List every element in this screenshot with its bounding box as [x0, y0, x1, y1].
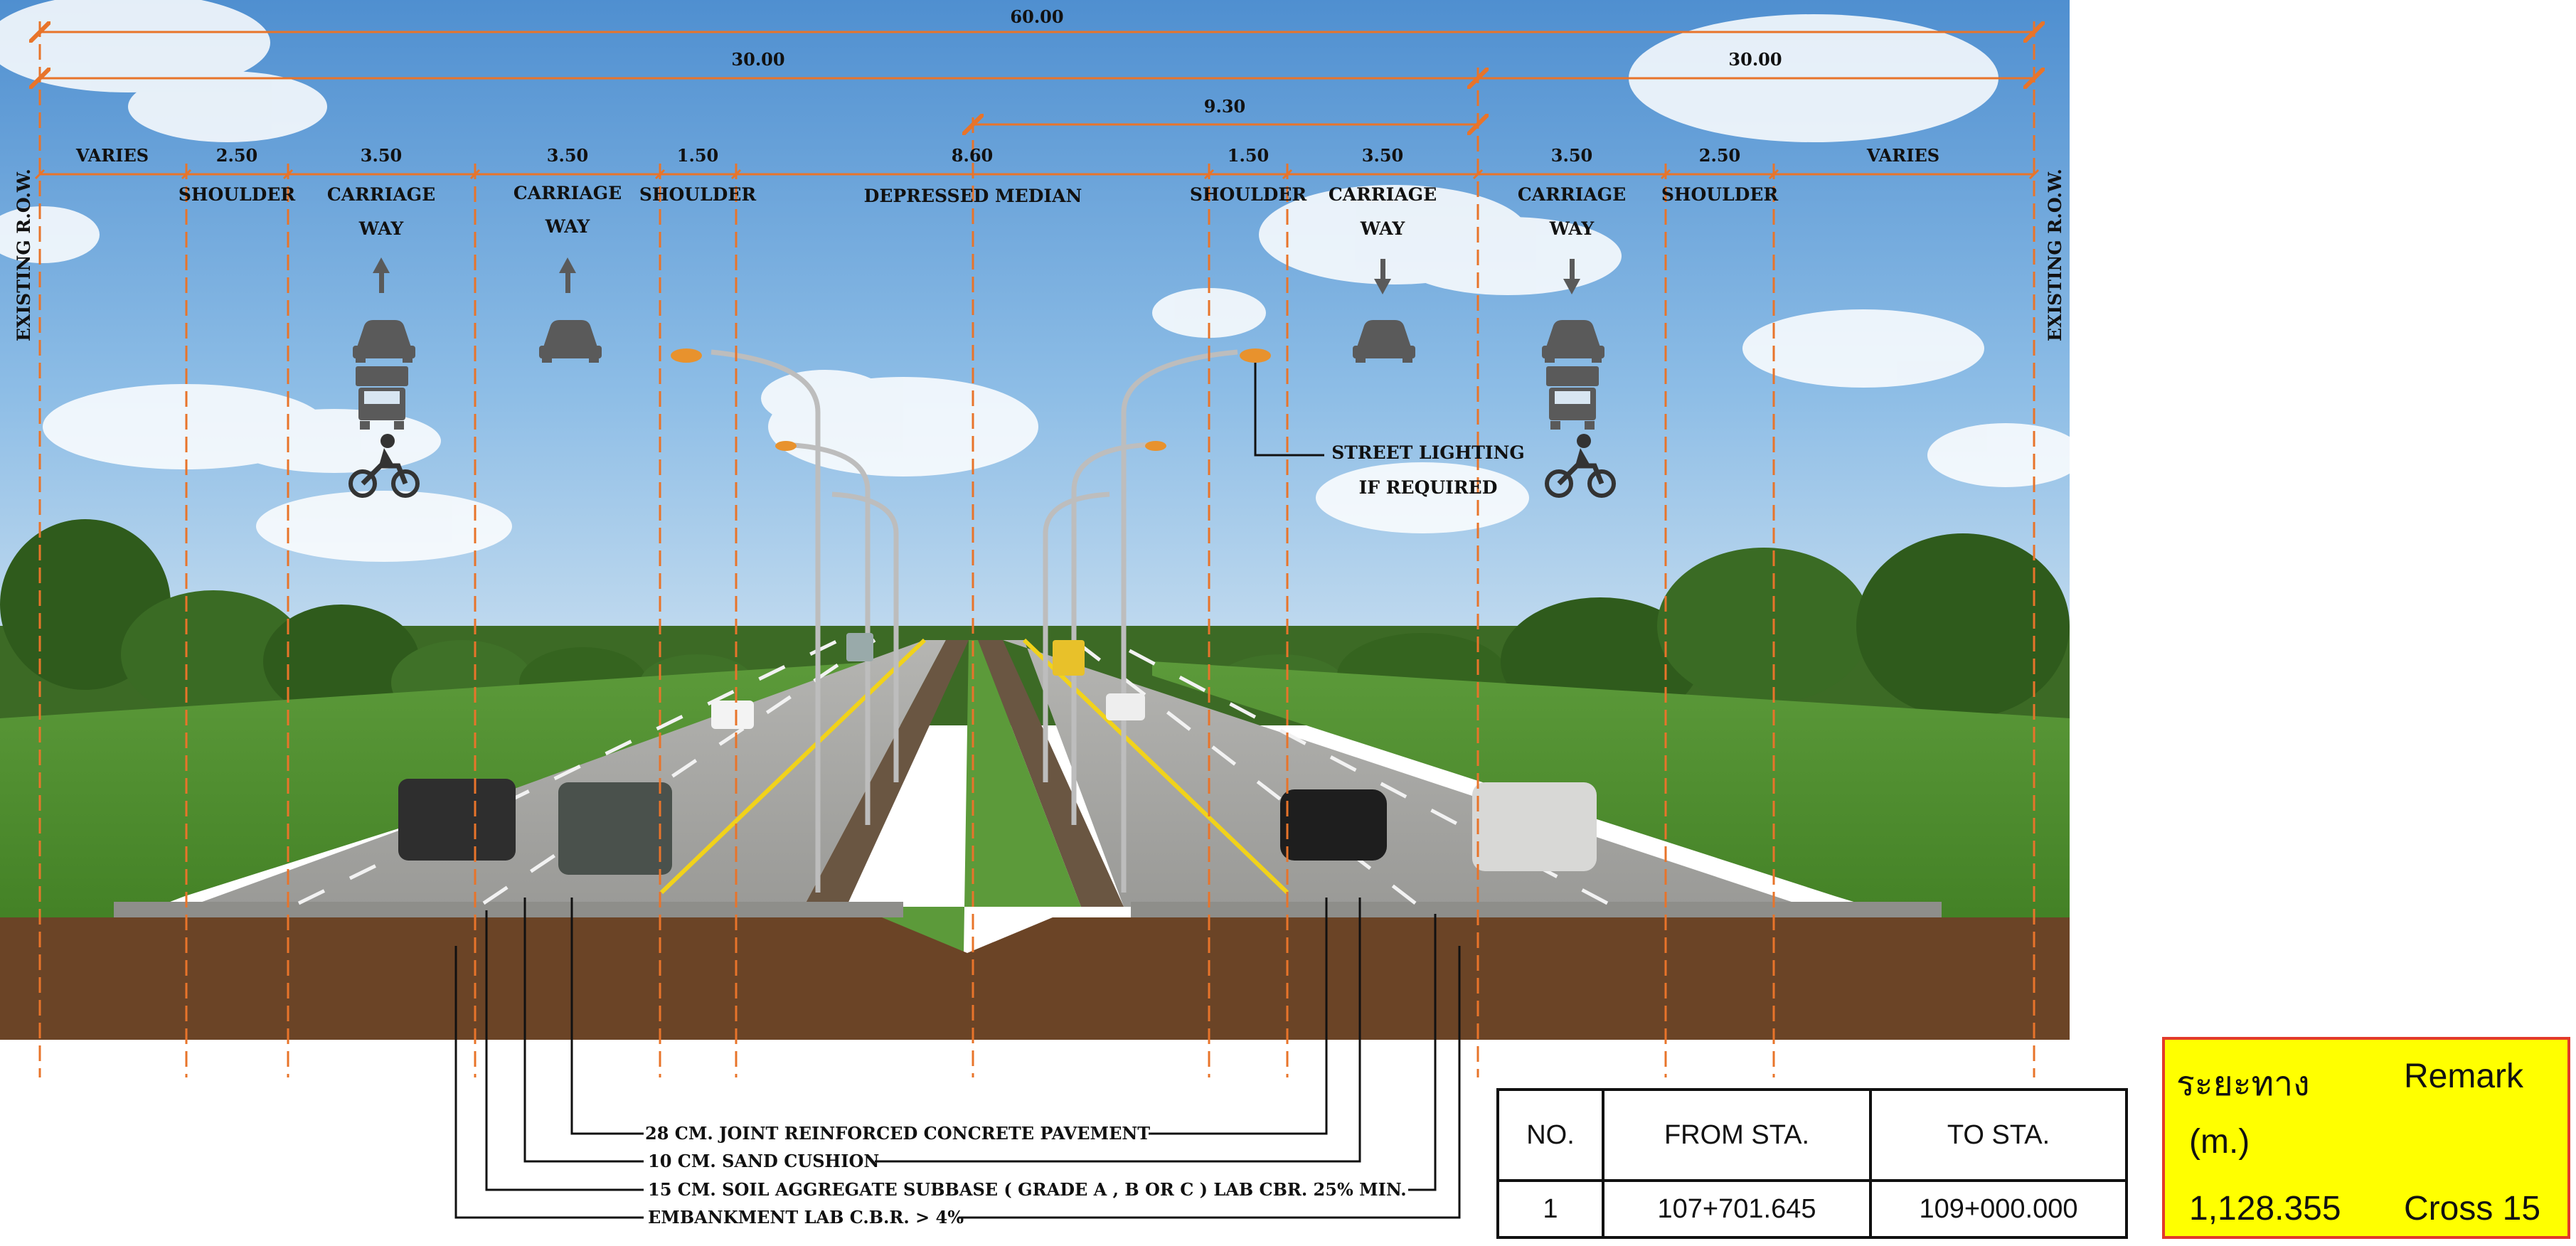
street-lighting-leader: [1254, 363, 1324, 457]
col-header-from-sta: FROM STA.: [1602, 1088, 1872, 1182]
cell-no: 1: [1496, 1179, 1604, 1239]
station-table: NO. FROM STA. TO STA. 1 107+701.645 109+…: [1496, 1088, 2128, 1239]
segment-text: VARIES: [75, 145, 149, 166]
total-width-text: 60.00: [1010, 6, 1063, 27]
shoulder-label: SHOULDER: [1190, 184, 1307, 205]
yellow-edge-lines: [659, 638, 1289, 895]
dimension-lines: [40, 32, 2034, 176]
remark-box: ระยะทาง Remark (m.) 1,128.355 Cross 15: [2162, 1037, 2570, 1239]
right-half-width-text: 30.00: [1728, 49, 1782, 70]
pavement-slab-right: [1131, 902, 1942, 917]
car-icon: [1542, 320, 1604, 363]
road-right: [1003, 640, 1806, 907]
pavement-slab-left: [114, 902, 903, 917]
layer-note: 28 CM. JOINT REINFORCED CONCRETE PAVEMEN…: [645, 1123, 1150, 1144]
left-half-width-text: 30.00: [731, 49, 784, 70]
arrow-up-icon: [559, 257, 576, 293]
soil: [0, 917, 2070, 1040]
segment-ticks: [34, 73, 2040, 180]
segment-text: 3.50: [361, 145, 402, 166]
way-label: WAY: [1360, 218, 1406, 239]
street-lighting-label: STREET LIGHTING: [1331, 442, 1525, 463]
lamp-heads: [671, 348, 1271, 451]
col-header-to-sta: TO STA.: [1869, 1088, 2128, 1182]
segment-text: 3.50: [547, 145, 588, 166]
segment-text: 1.50: [677, 145, 718, 166]
way-label: WAY: [358, 218, 405, 239]
arrow-up-icon: [373, 257, 390, 293]
segment-text: 2.50: [216, 145, 257, 166]
cell-to-sta: 109+000.000: [1869, 1179, 2128, 1239]
median-right-slope: [978, 640, 1124, 907]
segment-text: 2.50: [1699, 145, 1740, 166]
carriage-label: CARRIAGE: [1329, 184, 1437, 205]
median-label: DEPRESSED MEDIAN: [864, 186, 1082, 206]
median-left-slope: [804, 640, 969, 907]
table-header-row: NO. FROM STA. TO STA.: [1496, 1088, 2128, 1182]
remark-label: Remark: [2404, 1058, 2524, 1095]
arrow-down-icon: [1563, 259, 1580, 294]
distance-label: ระยะทาง: [2176, 1065, 2310, 1103]
layer-note: EMBANKMENT LAB C.B.R. > 4%: [648, 1207, 964, 1228]
way-label: WAY: [545, 216, 591, 237]
vehicles: [398, 633, 1597, 875]
motorcycle-icon: [348, 434, 420, 498]
col-header-no: NO.: [1496, 1088, 1604, 1182]
median-span-text: 9.30: [1204, 96, 1245, 117]
segment-text: 1.50: [1228, 145, 1269, 166]
shoulder-label: SHOULDER: [639, 184, 757, 205]
car-icon: [353, 320, 415, 363]
carriage-label: CARRIAGE: [327, 184, 435, 205]
existing-row-label-right: EXISTING R.O.W.: [2045, 169, 2065, 341]
segment-text: 3.50: [1551, 145, 1592, 166]
shoulder-label: SHOULDER: [179, 184, 296, 205]
existing-row-label-left: EXISTING R.O.W.: [14, 169, 34, 341]
unit-label: (m.): [2189, 1123, 2250, 1161]
car-icon: [1353, 320, 1415, 363]
carriage-label: CARRIAGE: [513, 183, 622, 203]
segment-text: VARIES: [1866, 145, 1939, 166]
street-lighting-label: IF REQUIRED: [1359, 477, 1498, 498]
segment-text: 8.60: [952, 145, 993, 166]
table-row: 1 107+701.645 109+000.000: [1496, 1179, 2128, 1239]
way-label: WAY: [1549, 218, 1595, 239]
layer-note: 10 CM. SAND CUSHION: [648, 1151, 879, 1171]
street-lights: [710, 349, 1238, 893]
car-icon: [539, 320, 602, 363]
layer-leaders: [454, 898, 1461, 1219]
truck-icon: [356, 366, 408, 430]
remark-value: Cross 15: [2404, 1190, 2541, 1228]
distance-value: 1,128.355: [2189, 1190, 2341, 1228]
segment-text: 3.50: [1362, 145, 1403, 166]
shoulder-label: SHOULDER: [1661, 184, 1779, 205]
median-grass: [846, 640, 1081, 953]
vertical-guide-lines: [38, 21, 2035, 1077]
truck-icon: [1546, 366, 1599, 430]
layer-note: 15 CM. SOIL AGGREGATE SUBBASE ( GRADE A …: [648, 1179, 1407, 1200]
carriage-label: CARRIAGE: [1518, 184, 1626, 205]
cell-from-sta: 107+701.645: [1602, 1179, 1872, 1239]
motorcycle-icon: [1545, 434, 1616, 498]
arrow-down-icon: [1374, 259, 1391, 294]
grass-right: [1152, 661, 2070, 967]
